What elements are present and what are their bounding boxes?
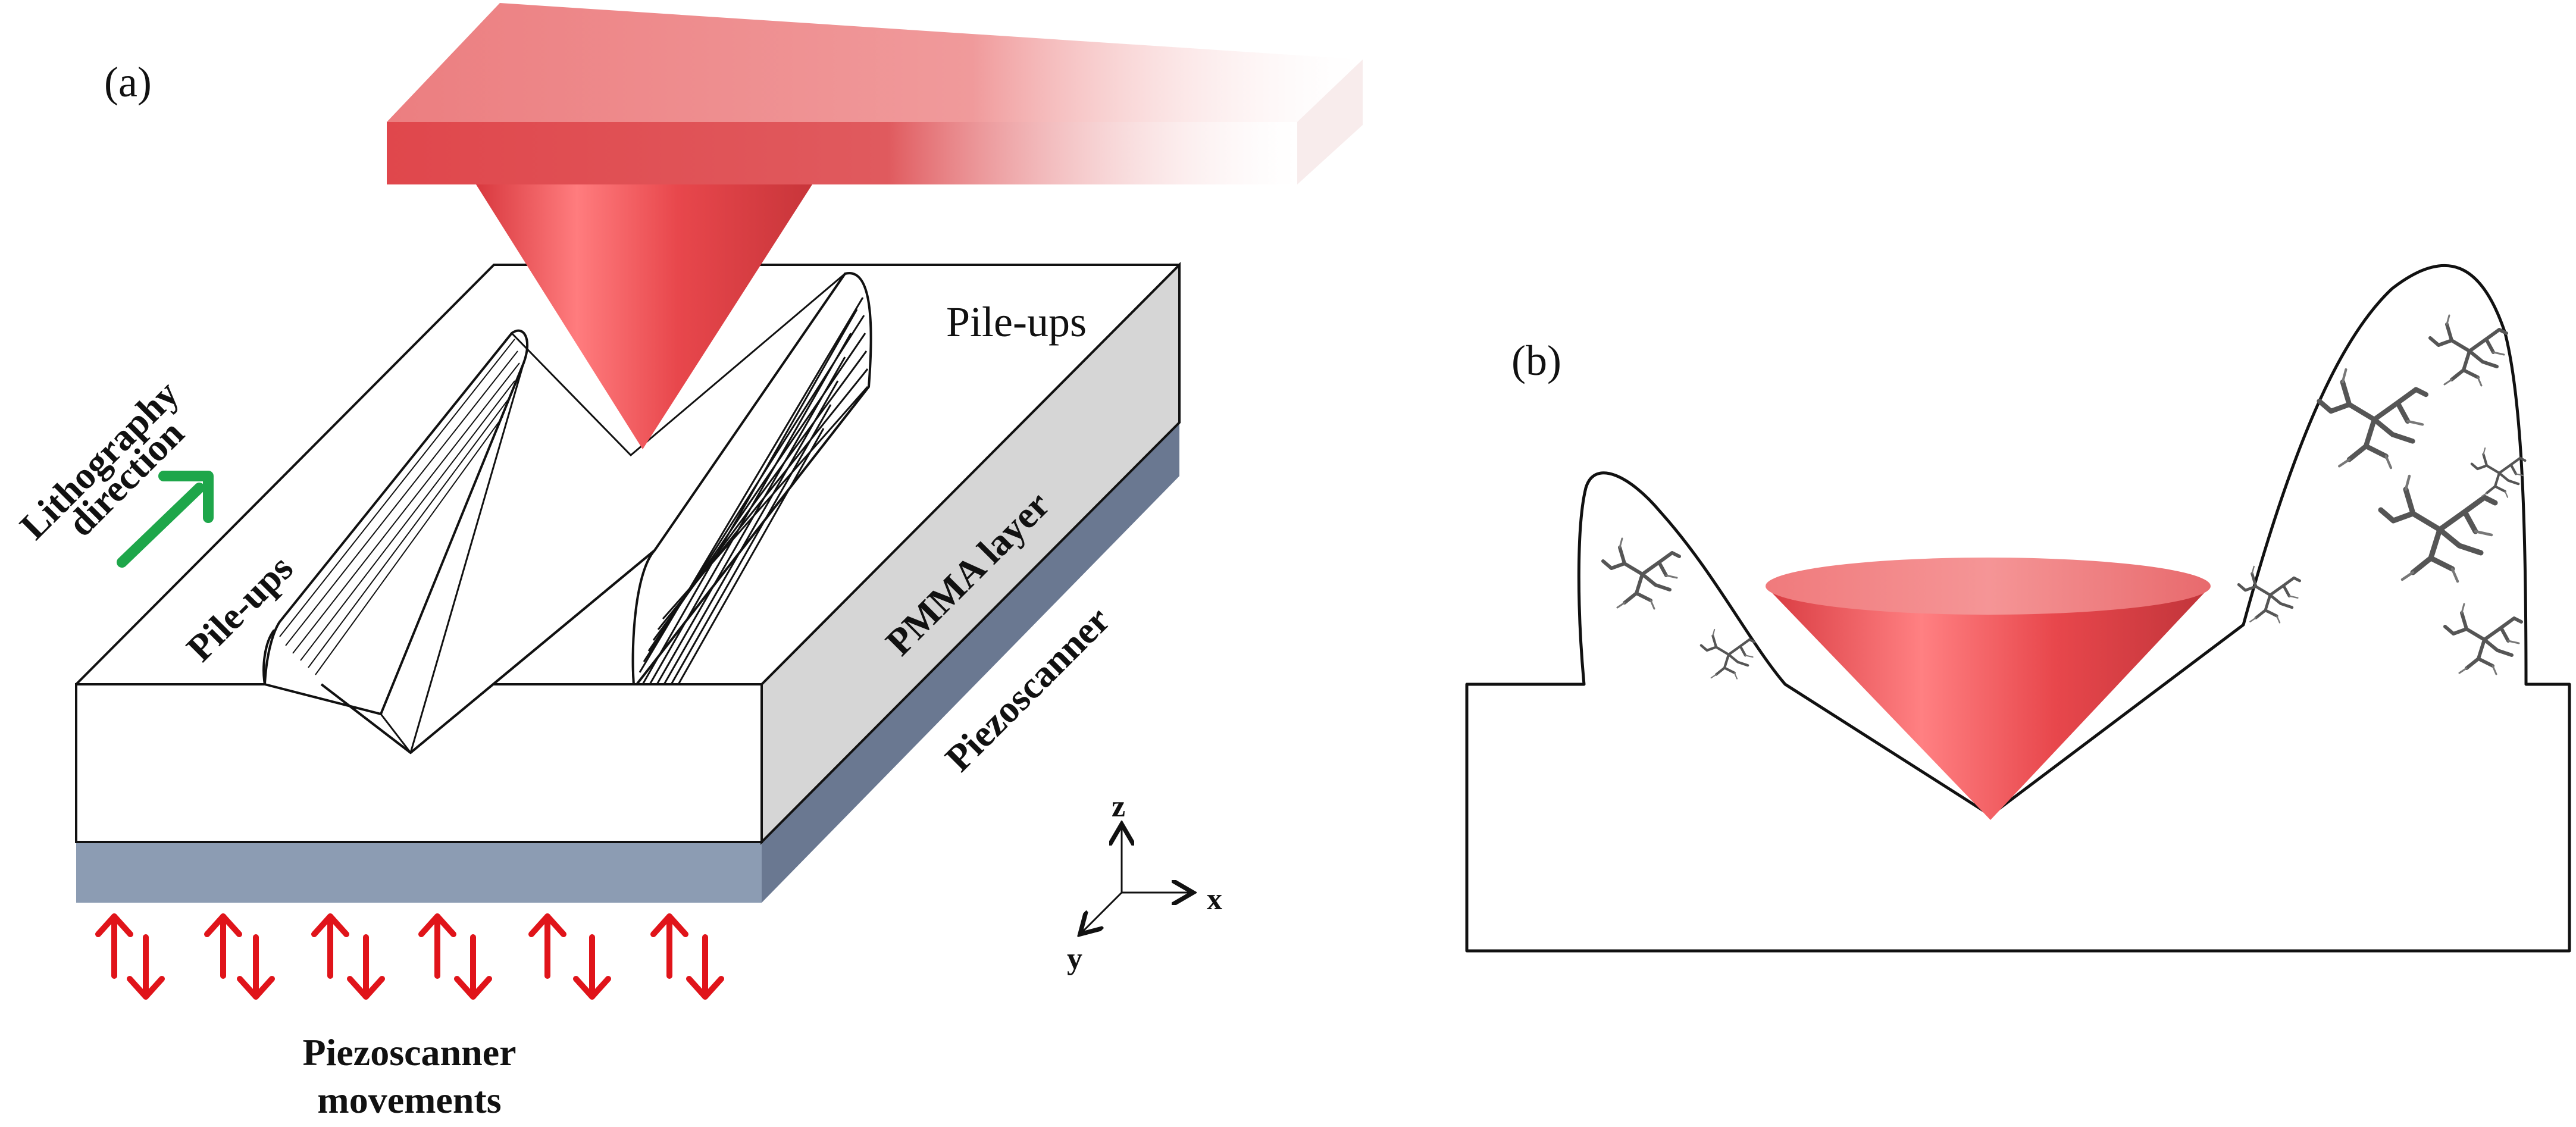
movements-label-1: Piezoscanner bbox=[303, 1031, 517, 1073]
tip-cone-section bbox=[1766, 558, 2211, 820]
arrow-pair-2 bbox=[204, 913, 275, 1000]
panel-b: (b) bbox=[1465, 264, 2571, 953]
cross-section-profile bbox=[1465, 264, 2571, 953]
axis-x-label: x bbox=[1207, 882, 1222, 916]
arrow-pair-4 bbox=[418, 913, 492, 1000]
axes-indicator: z x y bbox=[1067, 790, 1222, 976]
arrow-pair-3 bbox=[311, 913, 385, 1000]
piezoscanner-layer bbox=[76, 422, 1179, 903]
axis-y-label: y bbox=[1067, 942, 1082, 976]
laser-beam bbox=[387, 3, 1363, 184]
tip-cone bbox=[476, 184, 812, 449]
lithography-direction-arrow bbox=[117, 471, 214, 568]
pileups-top-label: Pile-ups bbox=[946, 298, 1087, 346]
panel-a: (a) bbox=[12, 3, 1363, 1121]
piezo-movement-arrows bbox=[95, 913, 724, 1000]
panel-b-label: (b) bbox=[1511, 337, 1561, 384]
axis-z-label: z bbox=[1112, 790, 1125, 824]
groove bbox=[263, 272, 872, 755]
arrow-pair-6 bbox=[650, 913, 724, 1000]
arrow-pair-1 bbox=[95, 913, 165, 1000]
arrow-pair-5 bbox=[528, 913, 611, 1000]
movements-label-2: movements bbox=[317, 1079, 501, 1121]
panel-a-label: (a) bbox=[104, 58, 152, 106]
